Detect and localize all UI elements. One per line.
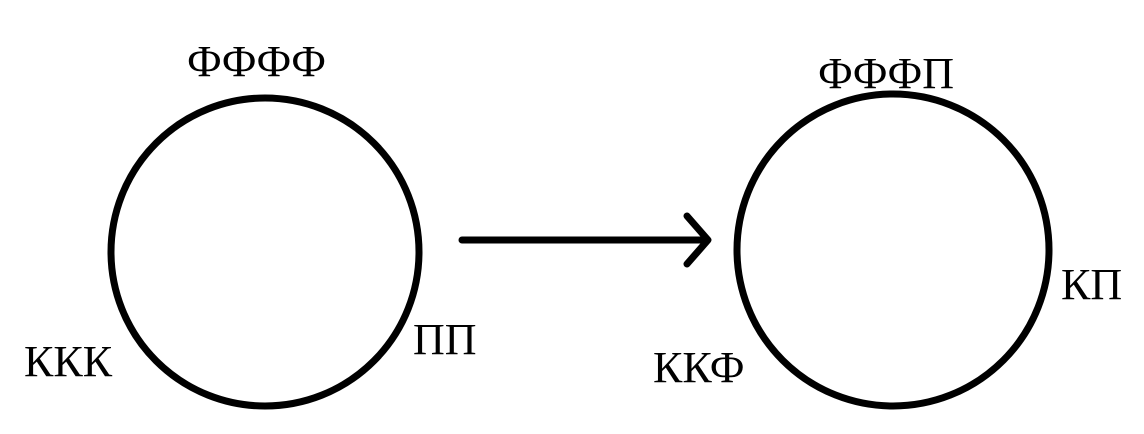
left-ring (107, 94, 423, 410)
right-ring-bottom-left-label: ККФ (653, 343, 745, 392)
right-ring-top-label: ФФФП (818, 49, 955, 98)
left-ring-top-label: ФФФФ (187, 37, 327, 86)
right-ring-right-label: КП (1061, 260, 1123, 309)
left-ring-bottom-right-label: ПП (413, 315, 477, 364)
left-ring-bottom-left-label: ККК (24, 337, 113, 386)
transition-arrow-head (683, 212, 712, 268)
right-ring (733, 90, 1053, 410)
